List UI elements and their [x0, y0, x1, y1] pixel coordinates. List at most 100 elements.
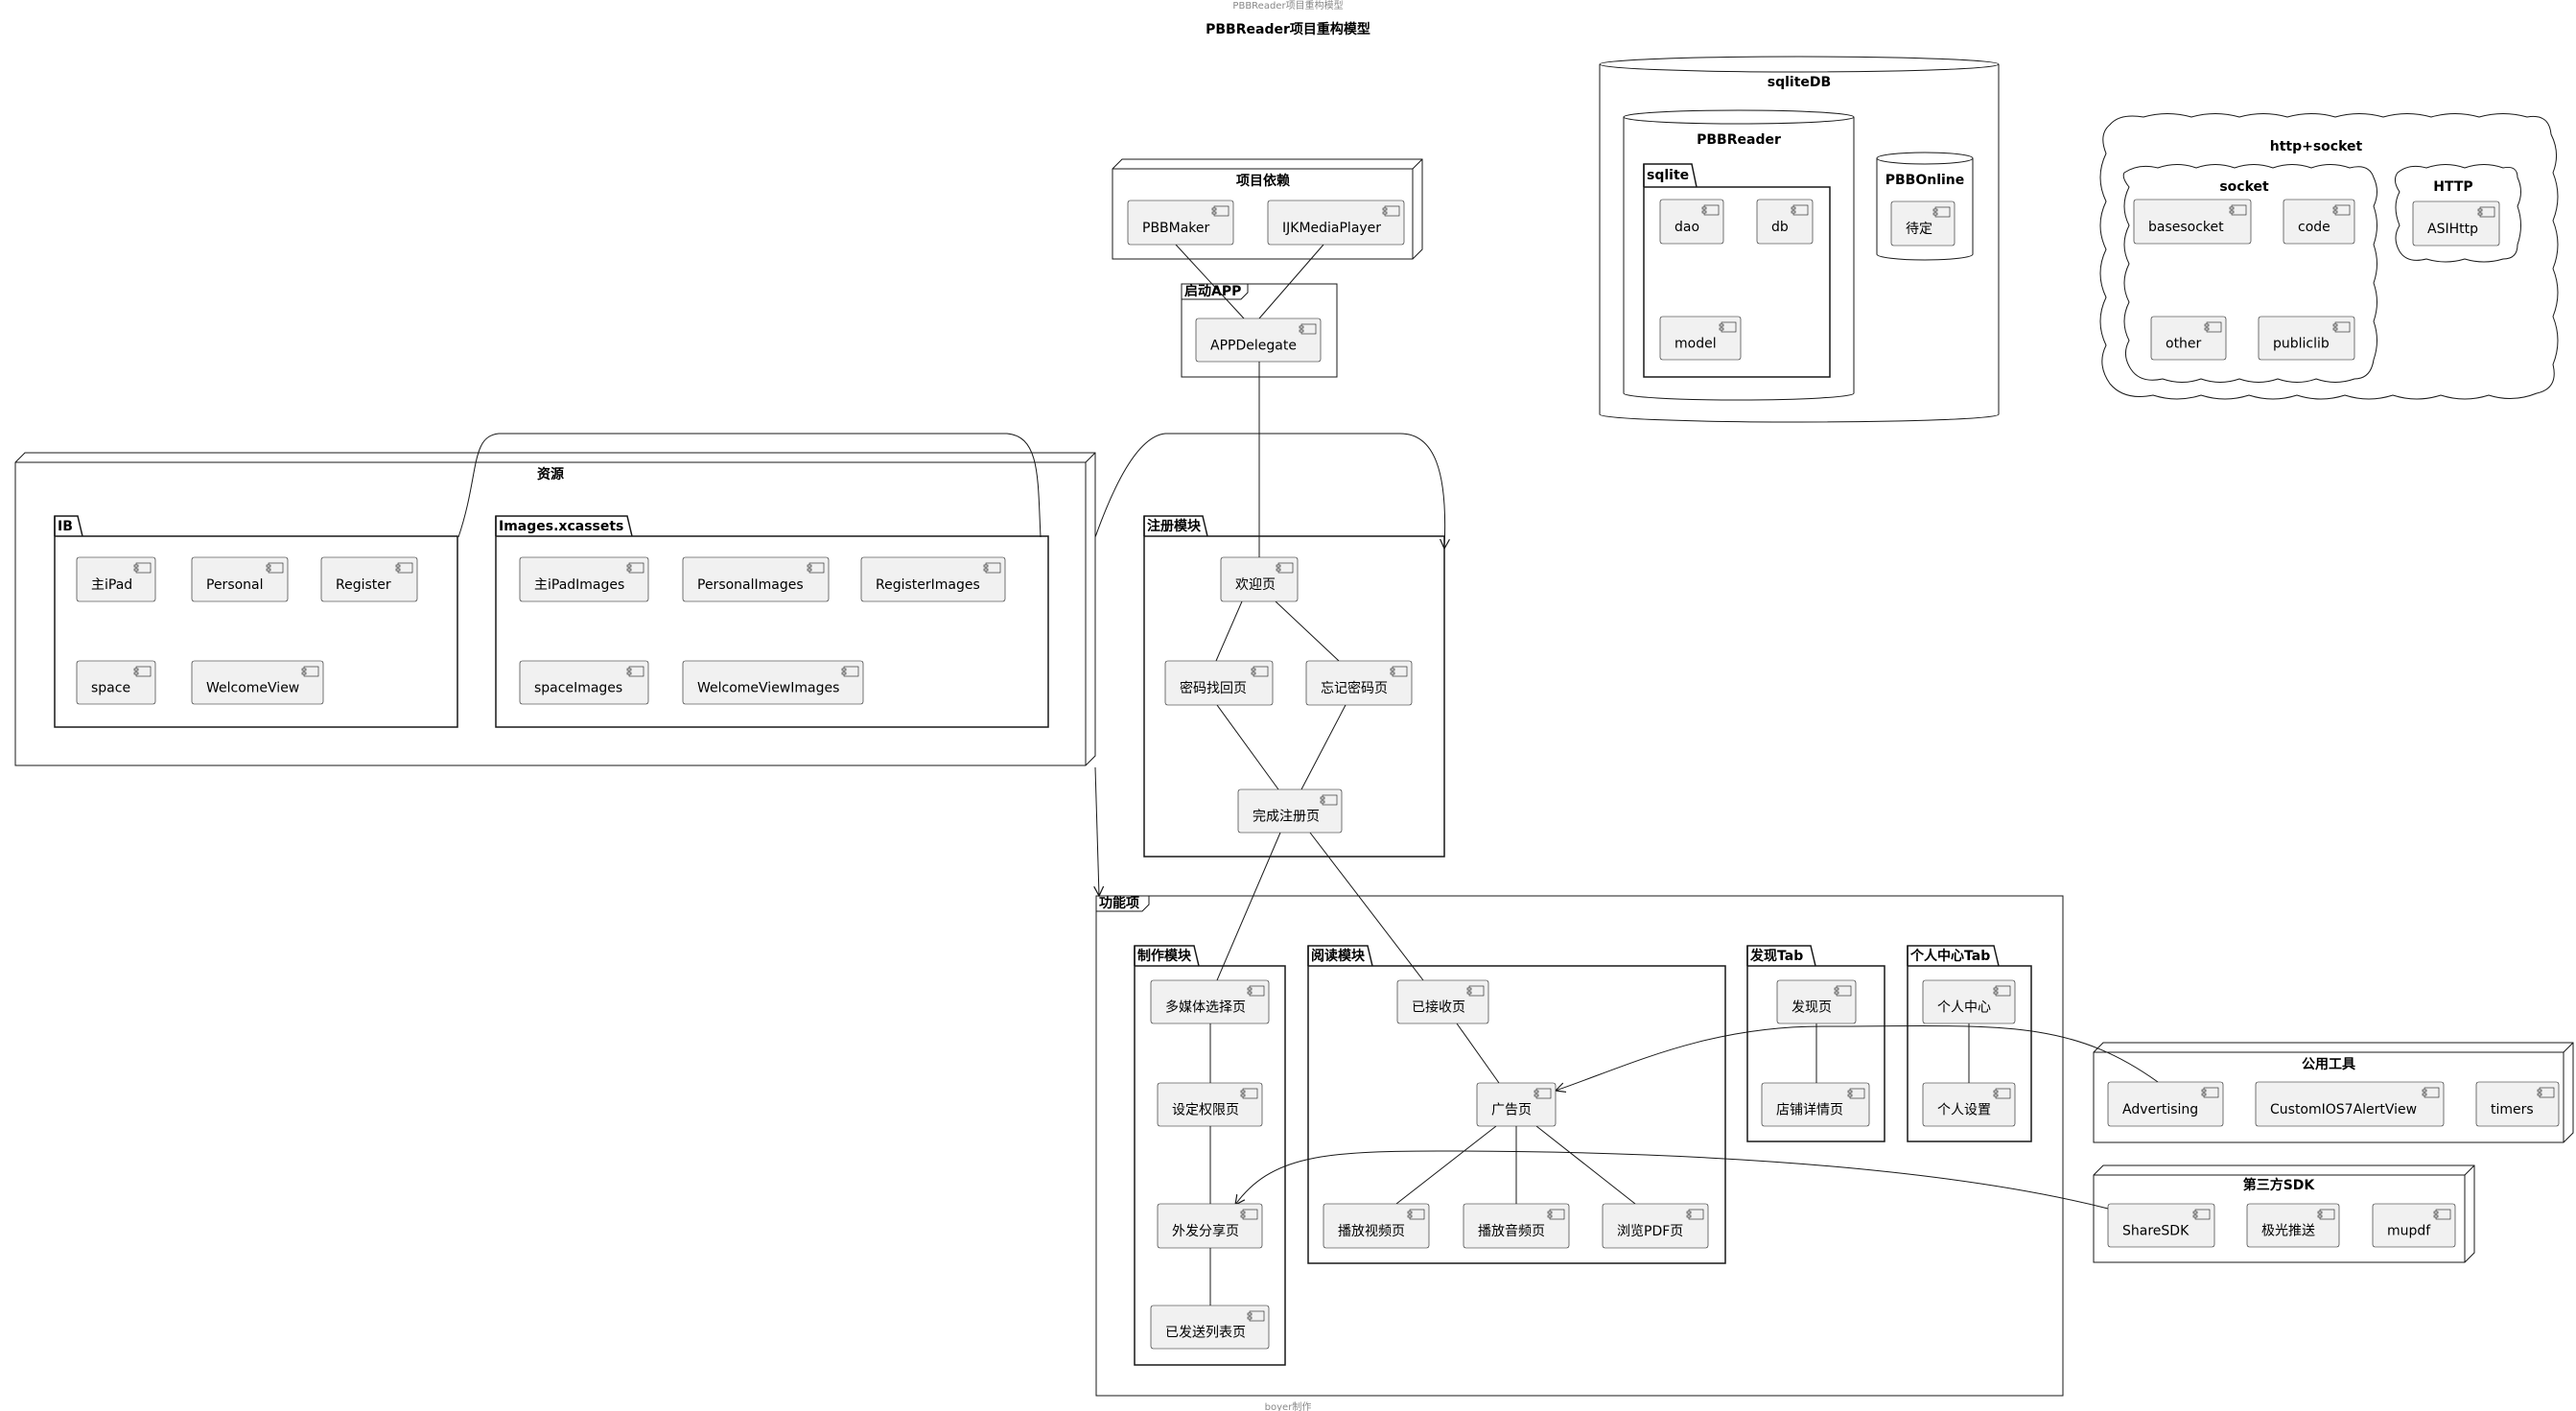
component-icon	[2192, 1209, 2211, 1220]
header-caption: PBBReader项目重构模型	[1232, 0, 1343, 12]
component-discover-page: 发现页	[1776, 979, 1857, 1024]
component-label: 个人中心	[1937, 1000, 1991, 1016]
component-icon	[1993, 1088, 2011, 1099]
package-register: 注册模块	[1143, 515, 1445, 858]
component-welcomeview: WelcomeView	[191, 660, 324, 705]
package-discover: 发现Tab	[1746, 945, 1885, 1142]
component-label: 播放视频页	[1338, 1224, 1405, 1239]
component-icon	[2537, 1087, 2555, 1098]
component-label: APPDelegate	[1210, 339, 1297, 354]
component-label: mupdf	[2387, 1224, 2431, 1239]
component-label: 浏览PDF页	[1617, 1224, 1683, 1239]
component-label: 主iPad	[91, 577, 132, 593]
component-label: 多媒体选择页	[1165, 999, 1246, 1016]
component-other: other	[2150, 316, 2227, 361]
component-space: space	[76, 660, 156, 705]
component-icon	[133, 666, 152, 677]
component-icon	[1247, 985, 1265, 997]
component-welcome-page: 欢迎页	[1220, 556, 1299, 602]
component-label: 密码找回页	[1180, 680, 1247, 696]
component-icon	[1847, 1088, 1865, 1099]
component-pbbmaker: PBBMaker	[1127, 200, 1234, 246]
diagram-title: PBBReader项目重构模型	[1206, 21, 1370, 37]
component-icon	[1932, 206, 1951, 218]
component-label: code	[2298, 220, 2330, 235]
component-icon	[841, 666, 859, 677]
component-label: 个人设置	[1937, 1103, 1991, 1118]
links	[457, 244, 2159, 1305]
component-label: db	[1771, 220, 1789, 235]
component-icon	[1276, 562, 1294, 574]
component-icon	[1251, 666, 1269, 677]
component-label: dao	[1674, 220, 1699, 235]
cloud-http-socket-title: http+socket	[2270, 139, 2363, 154]
component-icon	[2433, 1209, 2451, 1220]
component-label: 播放音频页	[1478, 1223, 1545, 1239]
database-pbbreader: PBBReader	[1623, 109, 1855, 401]
node-tools-title: 公用工具	[2302, 1057, 2355, 1072]
node-resources: 资源	[14, 452, 1096, 766]
component-label: 店铺详情页	[1776, 1103, 1843, 1118]
component-play-audio: 播放音频页	[1463, 1203, 1570, 1249]
component-label: other	[2166, 337, 2202, 352]
component-reg-done: 完成注册页	[1237, 788, 1343, 834]
component-appdelegate: APPDelegate	[1195, 317, 1322, 363]
component-icon	[1466, 985, 1485, 997]
package-register-title: 注册模块	[1147, 518, 1202, 534]
component-icon	[301, 666, 319, 677]
component-spaceimages: spaceImages	[519, 660, 649, 705]
component-label: Advertising	[2122, 1102, 2198, 1117]
component-label: 极光推送	[2261, 1224, 2315, 1239]
component-play-video: 播放视频页	[1323, 1203, 1430, 1249]
component-personal-center: 个人中心	[1922, 979, 2016, 1024]
component-label: RegisterImages	[876, 577, 980, 593]
component-icon	[395, 562, 413, 574]
component-icon	[1390, 666, 1408, 677]
package-read: 阅读模块	[1307, 945, 1726, 1264]
component-label: 已发送列表页	[1165, 1326, 1246, 1341]
component-label: publiclib	[2273, 337, 2330, 352]
component-personal-ib: Personal	[191, 556, 289, 602]
component-publiclib: publiclib	[2258, 316, 2355, 361]
component-icon	[1547, 1209, 1565, 1220]
component-icon	[1240, 1209, 1258, 1220]
component-icon	[626, 666, 644, 677]
footer-caption: boyer制作	[1265, 1400, 1312, 1411]
component-db: db	[1756, 199, 1814, 245]
component-icon	[2332, 204, 2351, 216]
component-icon	[1719, 321, 1737, 333]
component-pdf-view: 浏览PDF页	[1602, 1203, 1709, 1249]
node-tools: 公用工具	[2093, 1042, 2574, 1143]
component-shop-detail: 店铺详情页	[1761, 1082, 1870, 1127]
component-icon	[2332, 321, 2351, 333]
database-pbbonline-title: PBBOnline	[1885, 173, 1965, 188]
component-registerimages: RegisterImages	[860, 556, 1006, 602]
cloud-http: HTTP	[2394, 164, 2521, 263]
package-xcassets-title: Images.xcassets	[499, 519, 623, 534]
component-icon	[1240, 1088, 1258, 1099]
package-ib-title: IB	[58, 519, 73, 534]
component-label: CustomIOS7AlertView	[2270, 1102, 2417, 1117]
component-icon	[1791, 204, 1809, 216]
node-deps: 项目依赖	[1112, 158, 1423, 260]
package-make: 制作模块	[1134, 945, 1286, 1366]
component-mupdf: mupdf	[2372, 1203, 2456, 1248]
component-label: 欢迎页	[1235, 577, 1276, 593]
component-label: ASIHttp	[2427, 222, 2478, 237]
component-label: ShareSDK	[2122, 1224, 2190, 1239]
component-icon	[2201, 1087, 2219, 1098]
component-zhuipadimages: 主iPadImages	[519, 556, 649, 602]
database-sqlitedb: sqliteDB	[1599, 56, 2000, 423]
component-label: basesocket	[2148, 220, 2224, 235]
node-deps-title: 项目依赖	[1236, 173, 1290, 189]
frame-features: 功能项	[1095, 895, 2064, 1397]
component-personal-settings: 个人设置	[1922, 1082, 2016, 1127]
component-asihttp: ASIHttp	[2412, 200, 2500, 247]
component-label: Personal	[206, 577, 264, 593]
database-pbbreader-title: PBBReader	[1697, 132, 1781, 148]
component-welcomeviewimages: WelcomeViewImages	[682, 660, 864, 705]
component-sent-list: 已发送列表页	[1150, 1305, 1270, 1350]
component-pwd-recover: 密码找回页	[1164, 660, 1274, 706]
component-icon	[1211, 205, 1229, 217]
database-pbbonline: PBBOnline	[1876, 152, 1974, 261]
